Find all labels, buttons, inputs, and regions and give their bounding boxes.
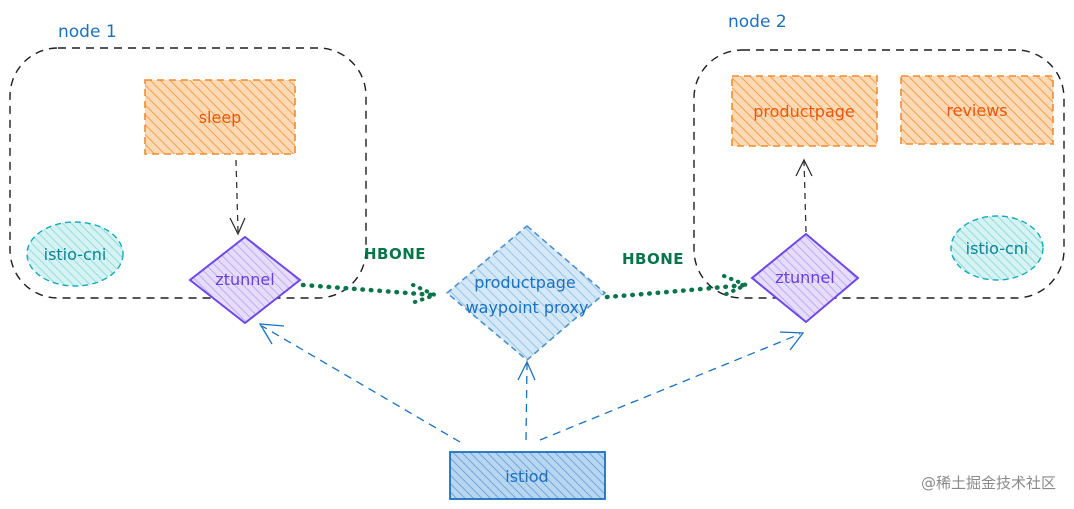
ztunnel-node-2[interactable]: ztunnel — [750, 232, 860, 324]
sleep-pod[interactable]: sleep — [144, 79, 296, 155]
istio-cni-node-1-label: istio-cni — [44, 245, 107, 264]
reviews-label: reviews — [946, 101, 1007, 120]
hbone-label-left: HBONE — [364, 245, 426, 263]
reviews-pod[interactable]: reviews — [900, 75, 1054, 145]
productpage-pod[interactable]: productpage — [731, 75, 878, 147]
istiod-to-waypoint-arrow — [517, 360, 536, 441]
waypoint-label-line2: waypoint proxy — [466, 298, 589, 317]
waypoint-proxy[interactable]: productpage waypoint proxy — [445, 224, 607, 362]
ztunnel-to-productpage-arrow — [795, 158, 813, 233]
istiod-label: istiod — [505, 467, 548, 486]
istiod-to-ztunnel-node-1-arrow — [258, 323, 461, 443]
ztunnel-node-1-label: ztunnel — [215, 270, 274, 289]
node-2-title: node 2 — [728, 12, 787, 32]
hbone-connection-right — [604, 274, 752, 300]
node-1-container — [9, 47, 367, 299]
hbone-label-right: HBONE — [622, 250, 684, 268]
ztunnel-node-2-label: ztunnel — [775, 268, 834, 287]
node-2-container — [693, 49, 1065, 299]
waypoint-label-line1: productpage — [474, 273, 576, 292]
istio-cni-node-2[interactable]: istio-cni — [950, 215, 1044, 281]
istiod-to-ztunnel-node-2-arrow — [539, 331, 805, 441]
istio-cni-node-2-label: istio-cni — [966, 239, 1029, 258]
hbone-connection-left — [300, 282, 441, 305]
sleep-to-ztunnel-arrow — [229, 159, 246, 236]
istiod-box[interactable]: istiod — [449, 451, 606, 500]
watermark: @稀土掘金技术社区 — [921, 474, 1056, 492]
sleep-label: sleep — [199, 108, 242, 127]
istio-cni-node-1[interactable]: istio-cni — [26, 221, 124, 287]
ztunnel-node-1[interactable]: ztunnel — [188, 235, 302, 325]
node-1-title: node 1 — [58, 22, 117, 42]
productpage-label: productpage — [753, 102, 855, 121]
